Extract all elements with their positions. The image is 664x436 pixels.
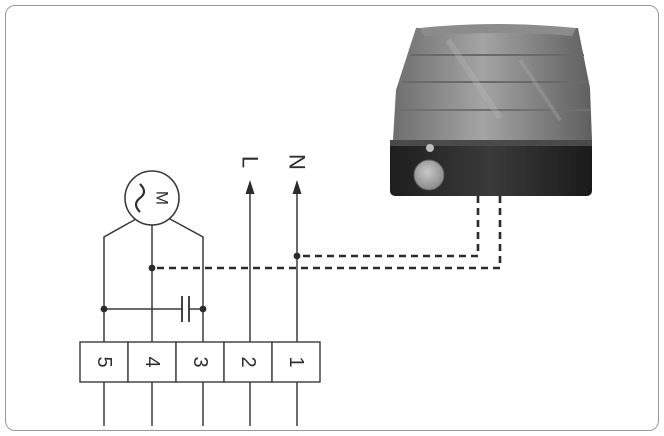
terminal-1-label: 1	[285, 356, 307, 367]
junction-nodes	[100, 252, 301, 313]
supply-line-N	[292, 180, 302, 342]
terminal-2-label: 2	[237, 356, 259, 367]
terminal-block	[79, 341, 321, 383]
terminal-1	[271, 341, 321, 383]
terminal-3	[175, 341, 225, 383]
supply-label-N: N	[285, 154, 310, 170]
motor-label: M	[153, 191, 172, 205]
motor-wires	[103, 218, 204, 342]
terminal-leads	[103, 382, 298, 426]
terminal-5-label: 5	[93, 356, 115, 367]
supply-label-L: L	[238, 156, 263, 168]
terminal-3-label: 3	[189, 356, 211, 367]
motor-icon	[124, 170, 180, 226]
lamp-connection-wires	[152, 196, 502, 270]
supply-line-L	[245, 180, 255, 342]
flashing-beacon-lamp-icon	[390, 24, 592, 196]
terminal-4-label: 4	[141, 356, 163, 367]
capacitor-icon	[181, 296, 190, 322]
